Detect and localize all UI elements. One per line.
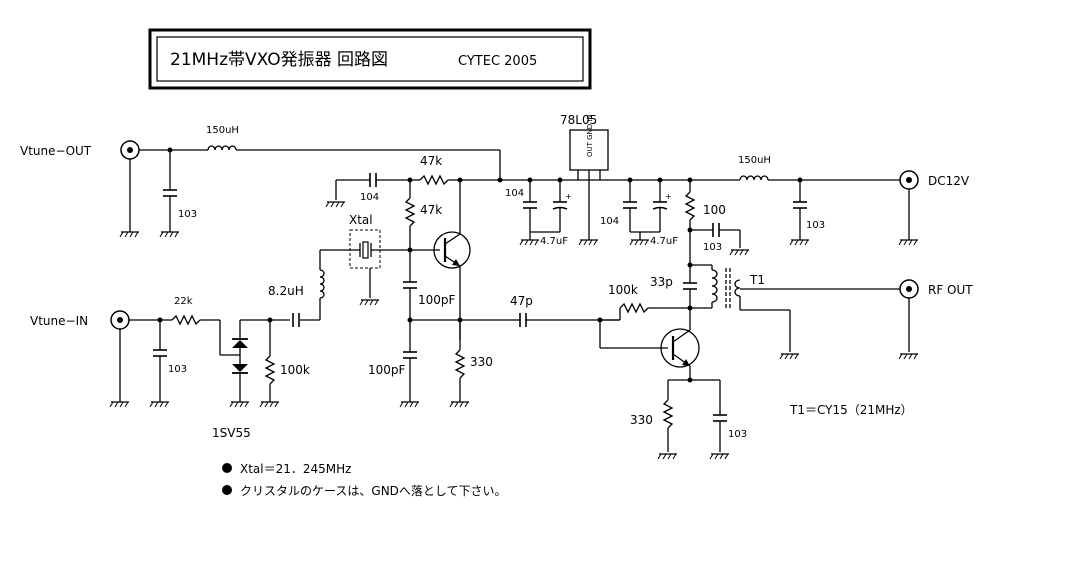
xtal-label: Xtal	[349, 213, 373, 227]
note-crystal-ground: クリスタルのケースは、GNDへ落として下さい。	[240, 484, 507, 498]
ground-symbol	[109, 401, 130, 408]
resistor-symbol	[265, 355, 275, 385]
ground-symbol	[779, 353, 800, 360]
dc-input-section: 150uH 103 DC12V	[687, 155, 970, 246]
c-dc-label: 103	[806, 220, 825, 231]
r-buf-base-label: 100k	[608, 283, 638, 297]
oscillator-bias: 104 47k 47k	[325, 154, 690, 282]
c-reg-out-label: 104	[505, 188, 524, 199]
transformer-label: T1	[749, 273, 765, 287]
ground-symbol	[657, 453, 678, 460]
c-collector-label: 103	[703, 242, 722, 253]
dc12v-jack	[899, 170, 919, 190]
ground-symbol	[359, 299, 380, 306]
varicap-label: 1SV55	[212, 426, 251, 440]
notes: Xtal＝21．245MHz クリスタルのケースは、GNDへ落として下さい。	[222, 462, 507, 498]
r-bias-bottom-label: 47k	[420, 203, 442, 217]
c-reg-out-elec-label: 4.7uF	[540, 236, 568, 247]
ground-symbol	[898, 353, 919, 360]
capacitor-symbol	[792, 201, 808, 209]
vtune-in-section: Vtune−IN 103 22k 1SV55 100k	[30, 296, 310, 440]
resistor-symbol	[455, 349, 465, 379]
r-collector-label: 100	[703, 203, 726, 217]
electrolytic-capacitor-symbol	[552, 191, 573, 210]
c-vtune-in-label: 103	[168, 364, 187, 375]
r-emitter-label: 330	[470, 355, 493, 369]
capacitor-symbol	[369, 172, 377, 188]
schematic-credit: CYTEC 2005	[458, 54, 537, 69]
ground-symbol	[898, 239, 919, 246]
c-reg-in-elec-label: 4.7uF	[650, 236, 678, 247]
c-osc-base-label: 104	[360, 192, 379, 203]
buffer-stage: 100 103 33p T1 RF OUT	[597, 180, 973, 460]
ground-symbol	[729, 249, 750, 256]
c-buf-emitter-label: 103	[728, 429, 747, 440]
ground-symbol	[259, 401, 280, 408]
resistor-symbol	[685, 191, 695, 221]
l-dc-label: 150uH	[738, 155, 771, 166]
title-block: 21MHz帯VXO発振器 回路図 CYTEC 2005	[148, 28, 592, 90]
l-vtune-out-label: 150uH	[206, 125, 239, 136]
crystal: Xtal 8.2uH	[268, 213, 381, 321]
ground-symbol	[789, 239, 810, 246]
c-fb2-label: 100pF	[368, 363, 406, 377]
c-vtune-out-label: 103	[178, 209, 197, 220]
c-reg-in-label: 104	[600, 216, 619, 227]
electrolytic-capacitor-symbol	[652, 191, 673, 210]
ground-symbol	[578, 239, 599, 246]
c-tank-label: 33p	[650, 275, 673, 289]
resistor-symbol	[405, 197, 415, 227]
vtune-in-label: Vtune−IN	[30, 314, 88, 328]
capacitor-symbol	[402, 281, 418, 289]
ground-symbol	[229, 401, 250, 408]
vtune-out-section: Vtune−OUT 103 150uH	[20, 125, 501, 238]
ground-symbol	[119, 231, 140, 238]
ground-symbol	[325, 201, 346, 208]
resistor-symbol	[663, 399, 673, 429]
regulator-pins: OUT GND IN	[586, 114, 594, 157]
resistor-symbol	[619, 303, 649, 313]
capacitor-symbol	[682, 282, 698, 290]
r-varicap-label: 100k	[280, 363, 310, 377]
capacitor-symbol	[162, 189, 178, 197]
r-vtune-label: 22k	[174, 296, 193, 307]
ground-symbol	[159, 231, 180, 238]
rf-out-label: RF OUT	[928, 283, 973, 297]
vtune-out-jack	[120, 140, 140, 160]
c-fb1-label: 100pF	[418, 293, 456, 307]
capacitor-symbol	[622, 201, 638, 209]
r-buf-emitter-label: 330	[630, 413, 653, 427]
capacitor-symbol	[292, 312, 300, 328]
capacitor-symbol	[152, 349, 168, 357]
capacitor-symbol	[712, 222, 720, 238]
dc12v-label: DC12V	[928, 174, 970, 188]
feedback-network: 100pF 100pF 330 47p	[368, 281, 620, 408]
vtune-in-jack	[110, 310, 130, 330]
c-coupling-label: 47p	[510, 294, 533, 308]
ground-symbol	[519, 239, 540, 246]
capacitor-symbol	[712, 414, 728, 422]
ground-symbol	[629, 239, 650, 246]
r-bias-top-label: 47k	[420, 154, 442, 168]
schematic-title: 21MHz帯VXO発振器 回路図	[170, 50, 388, 70]
note-xtal-frequency: Xtal＝21．245MHz	[240, 462, 351, 476]
capacitor-symbol	[519, 312, 527, 328]
ground-symbol	[709, 453, 730, 460]
rf-out-jack	[899, 279, 919, 299]
inductor-symbol	[207, 145, 237, 151]
capacitor-symbol	[522, 201, 538, 209]
ground-symbol	[449, 401, 470, 408]
regulator-section: 78L05 OUT GND IN 104 4.7uF 104 4.7u	[505, 113, 678, 247]
l-vxo-label: 8.2uH	[268, 284, 304, 298]
inductor-symbol	[739, 175, 769, 181]
vtune-out-label: Vtune−OUT	[20, 144, 92, 158]
t1-spec-label: T1＝CY15（21MHz）	[789, 403, 913, 417]
ground-symbol	[149, 401, 170, 408]
resistor-symbol	[171, 315, 201, 325]
ground-symbol	[399, 401, 420, 408]
capacitor-symbol	[402, 351, 418, 359]
regulator-label: 78L05	[560, 113, 597, 127]
resistor-symbol	[419, 175, 449, 185]
